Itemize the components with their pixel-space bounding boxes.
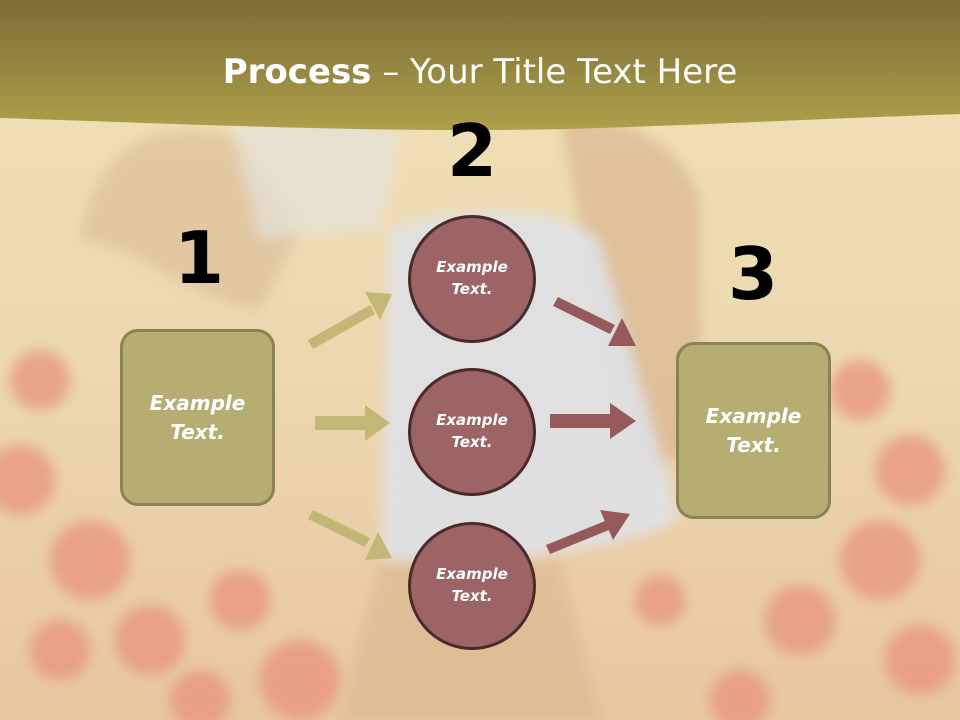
step-1-box: Example Text.	[120, 329, 275, 506]
circle-bottom-text: Example Text.	[436, 565, 508, 605]
step-number-3: 3	[727, 232, 779, 316]
circle-middle-text: Example Text.	[436, 411, 508, 451]
step-1-box-text: Example Text.	[149, 390, 246, 444]
arrow-up-right-red	[546, 510, 630, 554]
step-2-circle-bottom: Example Text.	[408, 522, 536, 650]
step-number-2: 2	[446, 109, 498, 193]
arrow-up-right-olive	[308, 292, 392, 349]
arrow-down-right-olive	[308, 510, 392, 560]
step-3-box: Example Text.	[676, 342, 831, 519]
title-rest: – Your Title Text Here	[371, 52, 738, 92]
title-bold: Process	[222, 52, 372, 92]
step-2-circle-middle: Example Text.	[408, 368, 536, 496]
step-number-1: 1	[173, 216, 225, 300]
step-2-circle-top: Example Text.	[408, 215, 536, 343]
step-3-box-text: Example Text.	[705, 403, 802, 457]
circle-top-text: Example Text.	[436, 258, 508, 298]
arrow-right-red	[550, 403, 636, 439]
arrow-down-right-red	[553, 297, 636, 346]
slide-title: Process – Your Title Text Here	[0, 52, 960, 92]
arrow-right-olive	[315, 405, 390, 441]
